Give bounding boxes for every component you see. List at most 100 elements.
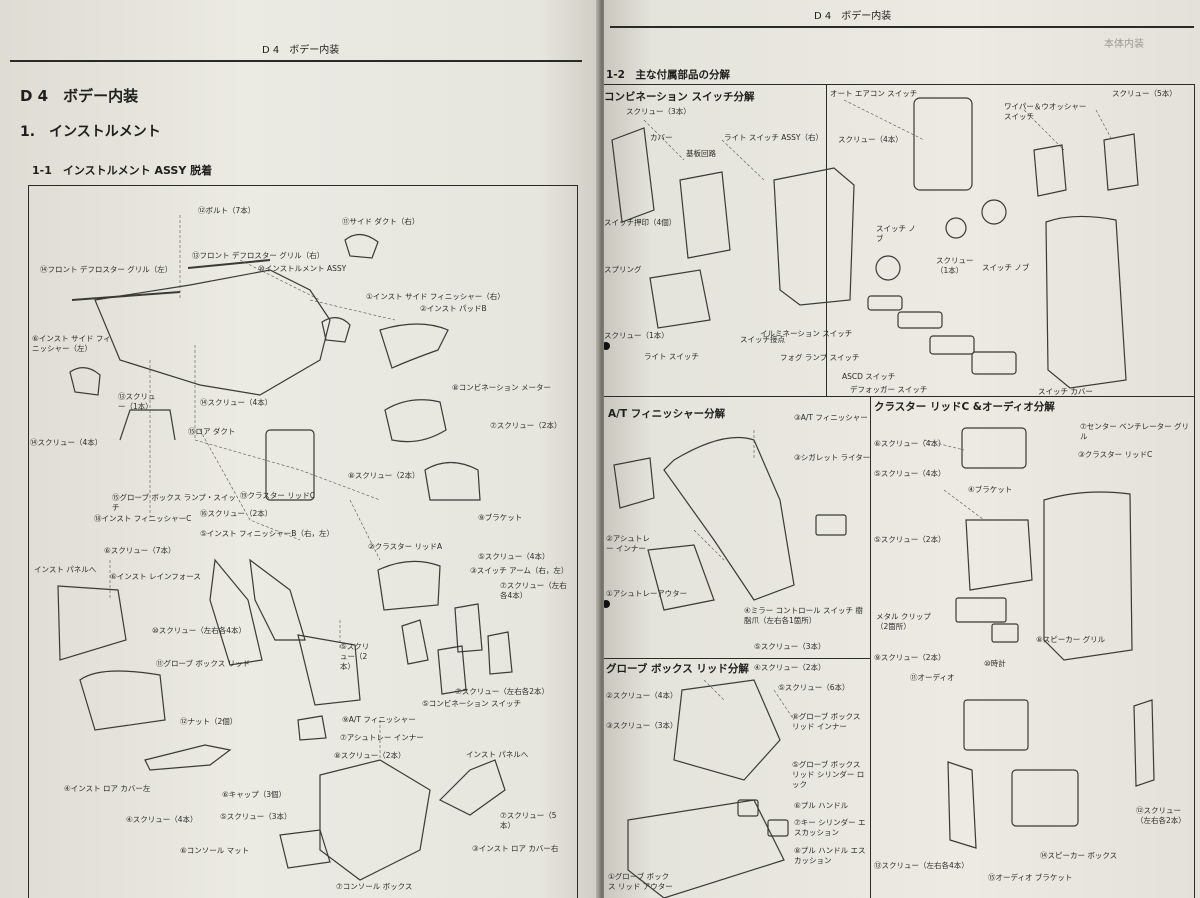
callout: スイッチ カバー bbox=[1038, 387, 1093, 396]
box-title: A/T フィニッシャー分解 bbox=[608, 408, 726, 420]
lower-cover-left-shape bbox=[144, 744, 232, 771]
callout: ⑤スクリュー（3本） bbox=[220, 812, 292, 821]
callout: イルミネーション スイッチ bbox=[760, 329, 853, 338]
figure-frame bbox=[28, 185, 578, 898]
callout: ⑤スクリュー（2本） bbox=[874, 535, 946, 544]
callout: ⑥スクリュー（7本） bbox=[104, 546, 176, 555]
glove-box-lid-shape bbox=[79, 670, 166, 731]
callout: ライト スイッチ ASSY（右） bbox=[724, 133, 824, 142]
callout: スクリュー（4本） bbox=[838, 135, 903, 144]
header-rule bbox=[610, 26, 1194, 28]
callout: オート エアコン スイッチ bbox=[830, 89, 918, 98]
callout: ⑫ボルト（7本） bbox=[198, 206, 256, 215]
callout: ⑪サイド ダクト（右） bbox=[342, 217, 420, 226]
callout: メタル クリップ（2箇所） bbox=[876, 612, 931, 631]
callout: ⑬フロント デフロスター グリル（右） bbox=[192, 251, 325, 260]
side-finisher-left-shape bbox=[69, 367, 101, 396]
box-title: クラスター リッドC &オーディオ分解 bbox=[874, 401, 1055, 413]
callout: ⑩スクリュー（左右各4本） bbox=[152, 626, 246, 635]
callout: ⑲クラスター リッドC bbox=[240, 491, 315, 500]
callout: ⑫ナット（2個） bbox=[180, 717, 238, 726]
console-mat-shape bbox=[279, 829, 331, 869]
callout: ワイパー＆ウオッシャー スイッチ bbox=[1004, 102, 1087, 121]
callout: ②インスト パッドB bbox=[420, 304, 487, 313]
callout: ⑦スクリュー（5本） bbox=[500, 811, 557, 830]
callout: ③クラスター リッドC bbox=[1078, 450, 1153, 459]
header-rule bbox=[10, 60, 582, 62]
callout: ⑥コンソール マット bbox=[180, 846, 250, 855]
callout: スイッチ ノブ bbox=[982, 263, 1030, 272]
page-header: D 4 ボデー内装 bbox=[262, 45, 340, 56]
right-page: D 4 ボデー内装 本体内装 1-2 主な付属部品の分解 コンビネーション スイ… bbox=[604, 0, 1200, 898]
callout: ⑬スクリュー（左右各4本） bbox=[874, 861, 969, 870]
divider bbox=[826, 84, 827, 396]
callout: ⑦アシュトレー インナー bbox=[340, 733, 424, 742]
exploded-diagram bbox=[57, 215, 513, 881]
chapter-title: 1. インストルメント bbox=[20, 124, 161, 140]
callout: ライト スイッチ bbox=[644, 352, 699, 361]
callout: ⑫スクリュー（左右各2本） bbox=[1136, 806, 1186, 825]
callout: ①インスト サイド フィニッシャー（右） bbox=[366, 292, 505, 301]
callout: ⑤グローブ ボックス リッド シリンダー ロック bbox=[792, 760, 865, 789]
callout: ④スクリュー（2本） bbox=[754, 663, 826, 672]
callout: スプリング bbox=[604, 265, 642, 274]
section-title: D 4 ボデー内装 bbox=[20, 87, 139, 105]
callout: ⑧グローブ ボックス リッド インナー bbox=[792, 712, 861, 731]
callout: ⑭スクリュー（4本） bbox=[30, 438, 103, 447]
callout: インスト パネルへ bbox=[34, 565, 97, 574]
cluster-lid-c-shape bbox=[265, 429, 315, 501]
side-duct-shape bbox=[344, 233, 379, 259]
divider bbox=[604, 396, 1194, 397]
binding-hole bbox=[604, 342, 610, 350]
callout: ⑦スクリュー（左右各2本） bbox=[455, 687, 549, 696]
callout: スイッチ ノブ bbox=[876, 224, 916, 243]
cluster-lid-a-shape bbox=[377, 560, 441, 611]
callout: ⑥キャップ（3個） bbox=[222, 790, 286, 799]
callout: ⑤スクリュー（3本） bbox=[754, 642, 826, 651]
callout: ⑨ブラケット bbox=[478, 513, 523, 522]
callout: カバー bbox=[650, 133, 673, 142]
callout: スイッチ押印（4個） bbox=[604, 218, 677, 227]
callout: ⑮グローブ ボックス ランプ・スイッチ bbox=[112, 493, 236, 512]
callout: ⑱インスト フィニッシャーC bbox=[94, 514, 192, 523]
box-title: コンビネーション スイッチ分解 bbox=[604, 91, 755, 103]
callout: ②クラスター リッドA bbox=[368, 542, 443, 551]
instrument-assy-shape bbox=[94, 269, 331, 396]
callout: ⑧プル ハンドル エスカッション bbox=[794, 846, 866, 865]
binding-hole bbox=[604, 600, 610, 608]
callout: ⑦センター ベンチレーター グリル bbox=[1080, 422, 1189, 441]
callout: ⑮オーディオ ブラケット bbox=[988, 873, 1073, 882]
at-finisher-shape bbox=[297, 634, 361, 706]
callout: ⑩インストルメント ASSY bbox=[258, 264, 347, 273]
callout: ④ブラケット bbox=[968, 485, 1013, 494]
callout: ⑩時計 bbox=[984, 659, 1006, 668]
divider bbox=[870, 396, 871, 898]
callout: ⑦スクリュー（左右各4本） bbox=[500, 581, 567, 600]
callout: スクリュー（1本） bbox=[936, 256, 974, 275]
callout: ④インスト ロア カバー左 bbox=[64, 784, 151, 793]
parts-diagrams bbox=[611, 97, 1155, 898]
callout: スイッチ接点 bbox=[740, 335, 785, 344]
finisher-b-right-shape bbox=[249, 558, 306, 641]
callout: スクリュー（1本） bbox=[604, 331, 669, 340]
callout: ⑮ロア ダクト bbox=[188, 427, 236, 436]
pad-b-shape bbox=[379, 323, 449, 369]
callout: ⑥プル ハンドル bbox=[794, 801, 849, 810]
reinforce-shape bbox=[57, 585, 127, 661]
callout: ⑭フロント デフロスター グリル（左） bbox=[40, 265, 173, 274]
callout: ⑪グローブ ボックス リッド bbox=[156, 659, 251, 668]
subsection-title: 1-1 インストルメント ASSY 脱着 bbox=[32, 164, 213, 177]
callout: スクリュー（5本） bbox=[1112, 89, 1177, 98]
callout: ③スイッチ アーム（右，左） bbox=[470, 566, 569, 575]
callout: ⑤スクリュー（2本） bbox=[340, 642, 370, 671]
callout: ⑧コンビネーション メーター bbox=[452, 383, 551, 392]
callout: ④ミラー コントロール スイッチ 樹脂爪（左右各1箇所） bbox=[744, 606, 863, 625]
callout: ④スクリュー（4本） bbox=[126, 815, 198, 824]
callout: ⑧スクリュー（2本） bbox=[334, 751, 406, 760]
callout: ⑭スピーカー ボックス bbox=[1040, 851, 1118, 860]
bracket-shape bbox=[424, 461, 481, 501]
callout: ⑤スクリュー（4本） bbox=[478, 552, 550, 561]
callout: ⑯スクリュー（2本） bbox=[200, 509, 273, 518]
callout: ③スクリュー（3本） bbox=[606, 721, 678, 730]
callout: ③インスト ロア カバー右 bbox=[472, 844, 559, 853]
